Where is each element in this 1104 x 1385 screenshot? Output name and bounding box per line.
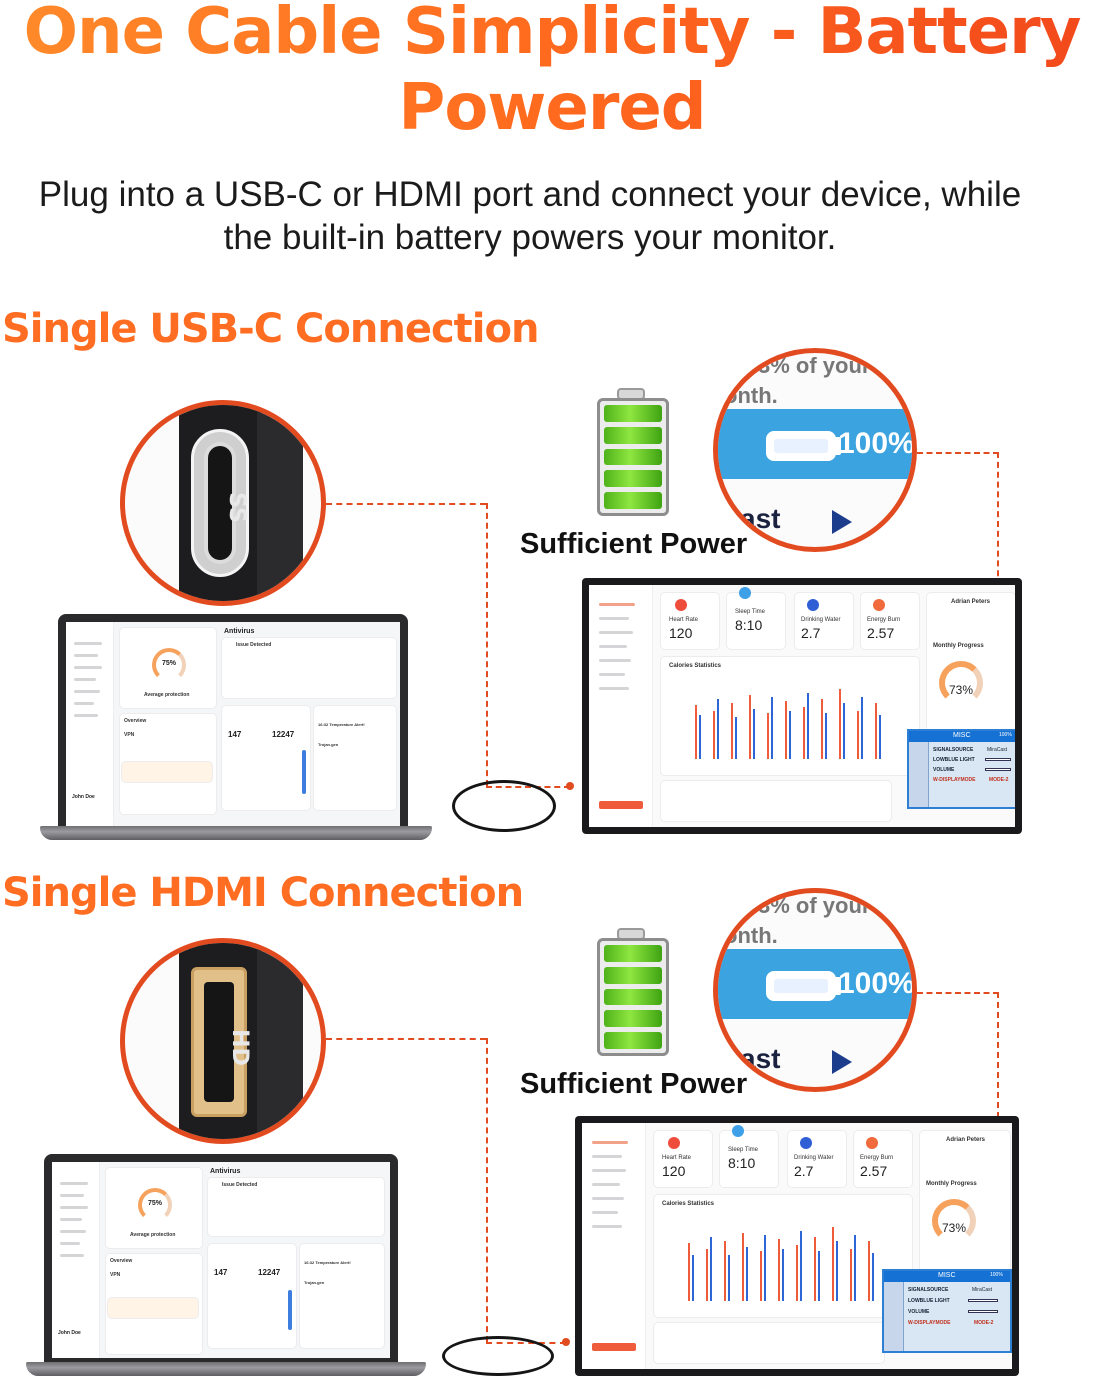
page-title-line1: One Cable Simplicity - Battery [0, 0, 1104, 70]
battery-percent-zoom: 3% of your onth. 100% ast [713, 888, 917, 1092]
battery-full-icon [597, 938, 669, 1056]
osd-row-volume[interactable]: VOLUME [908, 1309, 930, 1315]
page-subtitle-line2: the built-in battery powers your monitor… [223, 218, 837, 257]
sufficient-power-label: Sufficient Power [520, 1068, 748, 1100]
laptop-screen: John Doe 75% Average protection Overview… [52, 1162, 390, 1358]
osd-row-signalsource[interactable]: SIGNALSOURCE [908, 1287, 949, 1293]
usbc-port-zoom: SS [120, 400, 326, 606]
hdmi-section: HD Sufficient Power 3% of your onth. 100… [0, 888, 1104, 1384]
osd-row-displaymode[interactable]: W-DISPLAYMODE [933, 777, 976, 783]
battery-indicator-icon [766, 971, 836, 1001]
laptop-base [40, 826, 432, 840]
osd-row-volume[interactable]: VOLUME [933, 767, 955, 773]
osd-row-lowblue[interactable]: LOWBLUE LIGHT [908, 1298, 950, 1304]
hdmi-hd-label: HD [226, 1029, 252, 1066]
osd-row-lowblue[interactable]: LOWBLUE LIGHT [933, 757, 975, 763]
usbc-section: SS Sufficient Power 3% of your onth. 100… [0, 348, 1104, 840]
portable-monitor: Heart Rate 120 Sleep Time 8:10 Drinking … [575, 1116, 1019, 1376]
laptop-screen: John Doe 75% Average protection Overview… [66, 622, 400, 826]
battery-indicator-icon [766, 431, 836, 461]
cable [452, 780, 556, 832]
battery-full-icon [597, 398, 669, 516]
osd-menu[interactable]: MISC 100% SIGNALSOURCE MiraCast LOWBLUE … [907, 729, 1015, 809]
play-arrow-icon [832, 1050, 852, 1074]
laptop: John Doe 75% Average protection Overview… [58, 614, 408, 834]
usbc-port-icon [191, 429, 249, 577]
laptop: John Doe 75% Average protection Overview… [44, 1154, 398, 1366]
battery-percent-text: 100% [838, 427, 915, 460]
page-subtitle-line1: Plug into a USB-C or HDMI port and conne… [38, 175, 1022, 214]
monitor-screen: Heart Rate 120 Sleep Time 8:10 Drinking … [582, 1123, 1012, 1369]
usbc-ss-label: SS [223, 492, 249, 523]
monitor-screen: Heart Rate 120 Sleep Time 8:10 Drinking … [589, 585, 1015, 827]
hdmi-port-zoom: HD [120, 938, 326, 1144]
page-title-line2: Powered [0, 70, 1104, 146]
sufficient-power-label: Sufficient Power [520, 528, 748, 560]
section-heading-hdmi: Single HDMI Connection [2, 870, 524, 916]
osd-menu[interactable]: MISC 100% SIGNALSOURCE MiraCast LOWBLUE … [882, 1269, 1012, 1353]
osd-row-displaymode[interactable]: W-DISPLAYMODE [908, 1320, 951, 1326]
battery-percent-text: 100% [838, 967, 915, 1000]
cable [442, 1336, 554, 1376]
hdmi-port-icon [191, 967, 247, 1117]
section-heading-usbc: Single USB-C Connection [2, 306, 539, 352]
osd-row-signalsource[interactable]: SIGNALSOURCE [933, 747, 974, 753]
portable-monitor: Heart Rate 120 Sleep Time 8:10 Drinking … [582, 578, 1022, 834]
battery-percent-zoom: 3% of your onth. 100% ast [713, 348, 917, 552]
laptop-base [26, 1362, 426, 1376]
play-arrow-icon [832, 510, 852, 534]
